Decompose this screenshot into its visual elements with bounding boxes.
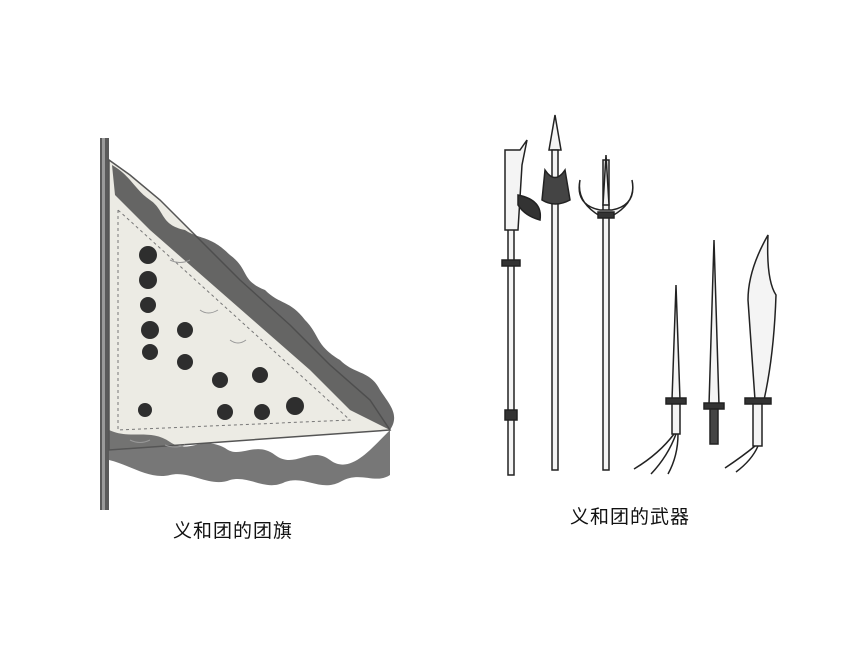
short-spear-icon: [703, 239, 725, 445]
flag-dots: [138, 246, 304, 420]
broadsword-icon: [724, 234, 777, 473]
weapons-caption: 义和团的武器: [570, 506, 691, 528]
flag-bottom-fringe: [109, 430, 390, 486]
spear-icon: [541, 114, 571, 471]
weapons-illustration: [490, 110, 800, 490]
flag-caption: 义和团的团旗: [173, 520, 294, 542]
triangular-banner-icon: [100, 138, 395, 510]
flag-torn-edge: [112, 165, 395, 430]
dagger-icon: [633, 284, 687, 475]
trident-icon: [578, 154, 634, 471]
halberd-icon: [501, 139, 542, 476]
flag-illustration: [90, 130, 410, 520]
weapons-icon: [501, 114, 777, 476]
